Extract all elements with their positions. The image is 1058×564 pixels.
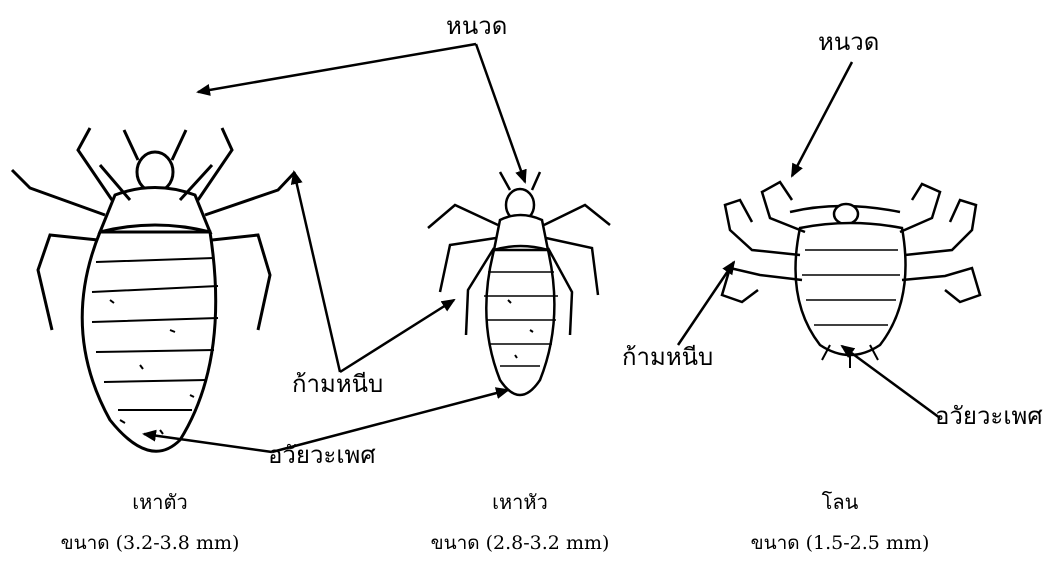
genitalia-label-right: อวัยวะเพศ xyxy=(935,404,1043,428)
antenna-label-left: หนวด xyxy=(446,14,507,38)
antenna-arrows xyxy=(198,44,852,182)
claw-label-left: ก้ามหนีบ xyxy=(292,372,383,396)
genitalia-label-left: อวัยวะเพศ xyxy=(268,443,376,467)
body-louse-illustration xyxy=(12,128,295,451)
specimen-size-body-louse: ขนาด (3.2-3.8 mm) xyxy=(40,534,260,553)
specimen-size-pubic-louse: ขนาด (1.5-2.5 mm) xyxy=(730,534,950,553)
specimen-name-pubic-louse: โลน xyxy=(780,492,900,512)
antenna-label-right: หนวด xyxy=(818,30,879,54)
specimen-size-head-louse: ขนาด (2.8-3.2 mm) xyxy=(410,534,630,553)
specimen-name-body-louse: เหาตัว xyxy=(100,492,220,512)
pubic-louse-illustration xyxy=(722,182,980,368)
claw-label-right: ก้ามหนีบ xyxy=(622,345,713,369)
specimen-name-head-louse: เหาหัว xyxy=(460,492,580,512)
head-louse-illustration xyxy=(428,172,610,395)
